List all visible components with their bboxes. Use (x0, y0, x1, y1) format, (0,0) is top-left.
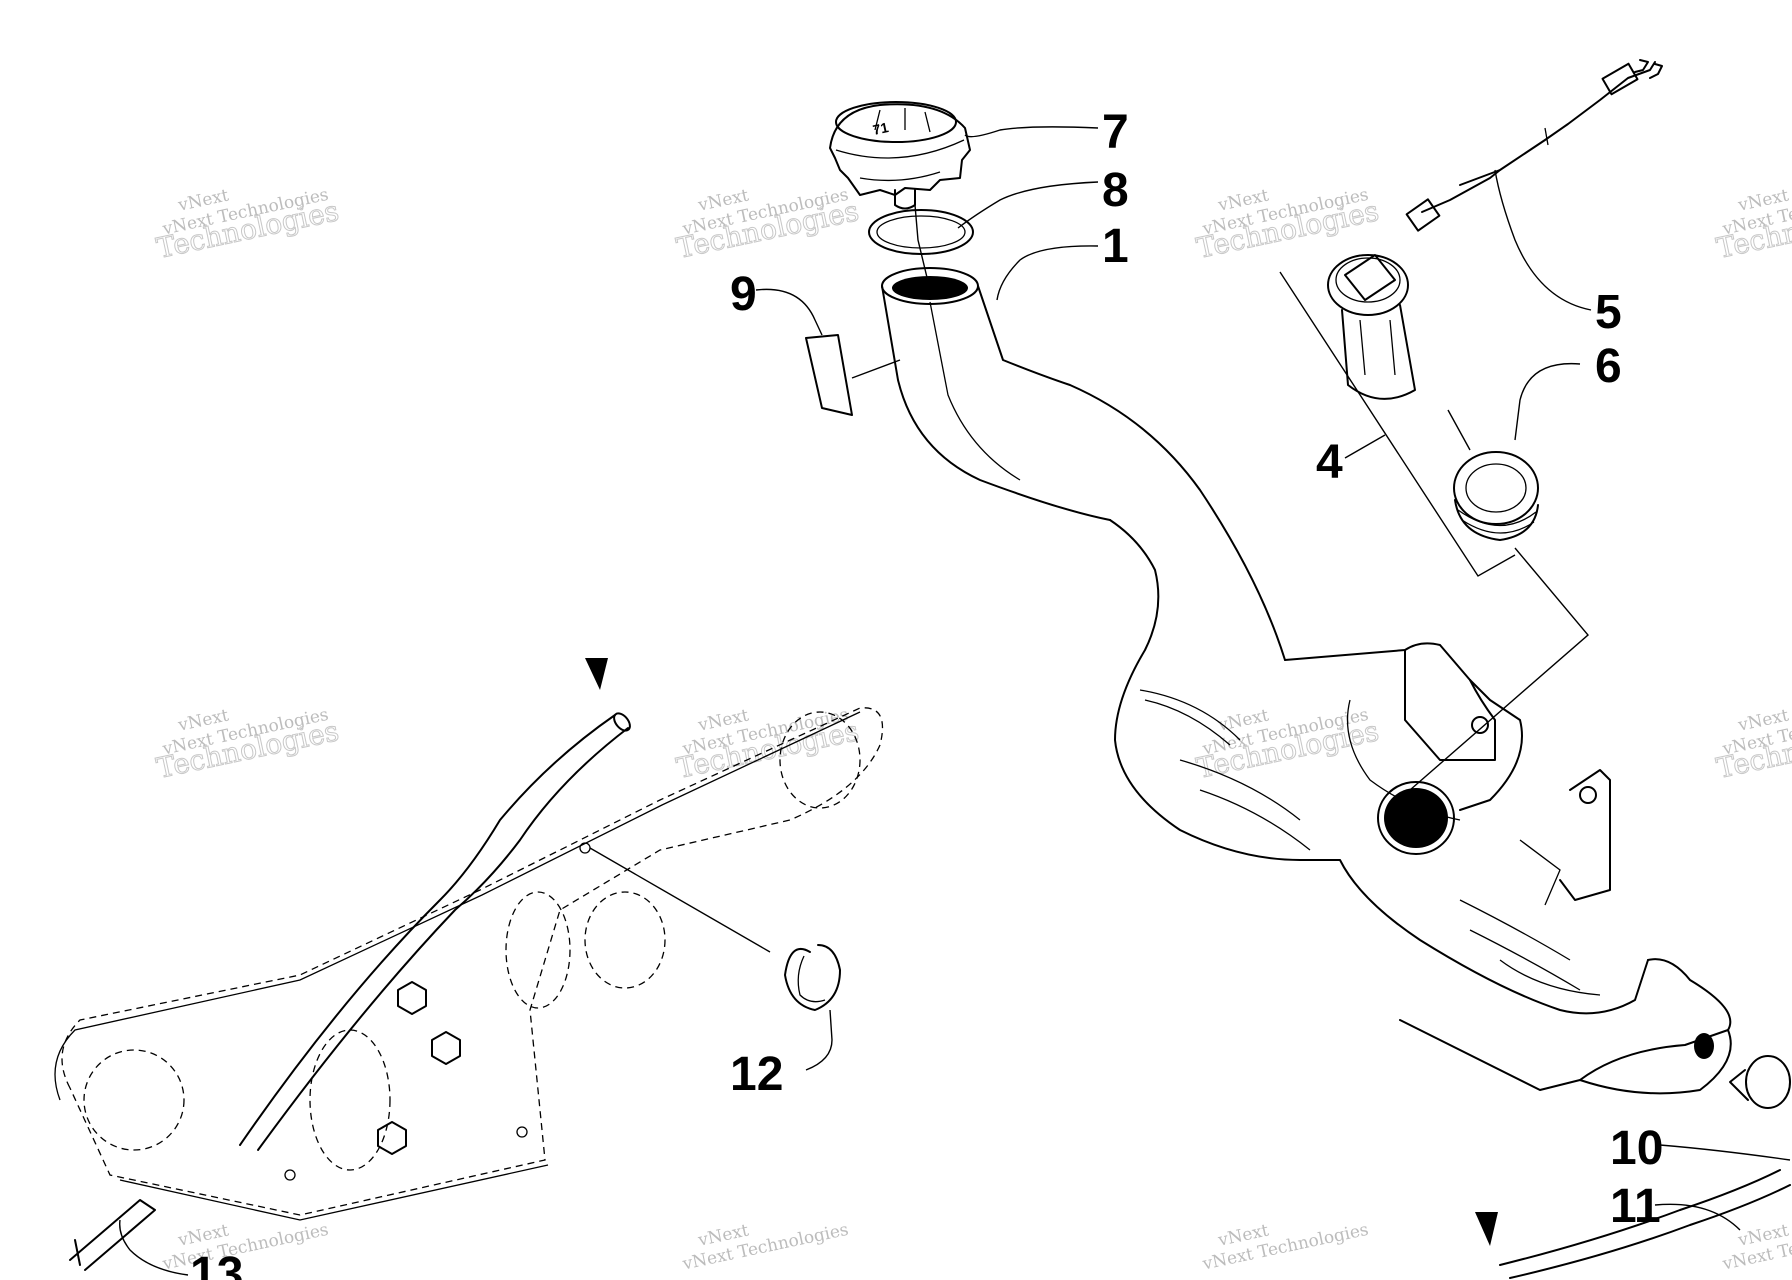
watermark: vNext vNext Technologies Technologies (673, 185, 862, 266)
fuel-cap[interactable]: 71 (829, 101, 971, 210)
assembly-line (589, 847, 771, 953)
assembly-line (914, 204, 931, 291)
heat-shield[interactable] (54, 707, 884, 1221)
callout-5: 5 (1595, 286, 1622, 339)
grommet[interactable] (1453, 451, 1539, 541)
fuel-hose[interactable] (69, 710, 633, 1271)
callout-9: 9 (730, 268, 757, 321)
leader-lines (119, 126, 1791, 1276)
hose-clamp[interactable] (784, 944, 841, 1011)
callout-12: 12 (730, 1048, 783, 1101)
mounting-bolts[interactable] (284, 842, 591, 1181)
callout-4: 4 (1316, 436, 1343, 489)
watermark: vNext vNext Technologies (1200, 1220, 1370, 1275)
fuel-sender[interactable] (1327, 59, 1663, 400)
callout-11: 11 (1610, 1180, 1661, 1233)
watermark: vNext vNext Technologies (680, 1220, 850, 1275)
group-bracket (1279, 271, 1589, 791)
assembly-line (851, 359, 901, 379)
vent-hose[interactable] (1475, 1169, 1791, 1279)
fitting[interactable] (1729, 1055, 1791, 1109)
callout-7: 7 (1102, 106, 1129, 159)
assembly-line (1447, 409, 1471, 451)
watermark: vNext vNext Technologies Technologies (1193, 185, 1382, 266)
watermark: vNext vNext Technologies Technologies (153, 185, 342, 266)
pad[interactable] (805, 334, 853, 416)
gasket-ring[interactable] (868, 209, 974, 255)
callout-13: 13 (190, 1248, 243, 1280)
callout-10: 10 (1610, 1122, 1663, 1175)
arrow-marker (1475, 1212, 1498, 1246)
callout-6: 6 (1595, 340, 1622, 393)
fuel-tank[interactable] (881, 267, 1732, 1095)
watermark: vNext vNext Technologies Technologies (1713, 705, 1792, 786)
watermark-group: vNext vNext Technologies Technologies vN… (153, 185, 1792, 1275)
watermark: vNext vNext Technologies Technologies (153, 705, 342, 786)
cap-marking: 71 (871, 119, 890, 138)
callout-labels: 7 8 1 9 5 6 4 12 10 11 13 (190, 106, 1663, 1280)
watermark: vNext vNext Technologies Technologies (1713, 185, 1792, 266)
watermark: vNext vNext Technologies Technologies (673, 705, 862, 786)
arrow-marker (585, 658, 608, 690)
callout-8: 8 (1102, 164, 1129, 217)
callout-1: 1 (1102, 220, 1129, 273)
